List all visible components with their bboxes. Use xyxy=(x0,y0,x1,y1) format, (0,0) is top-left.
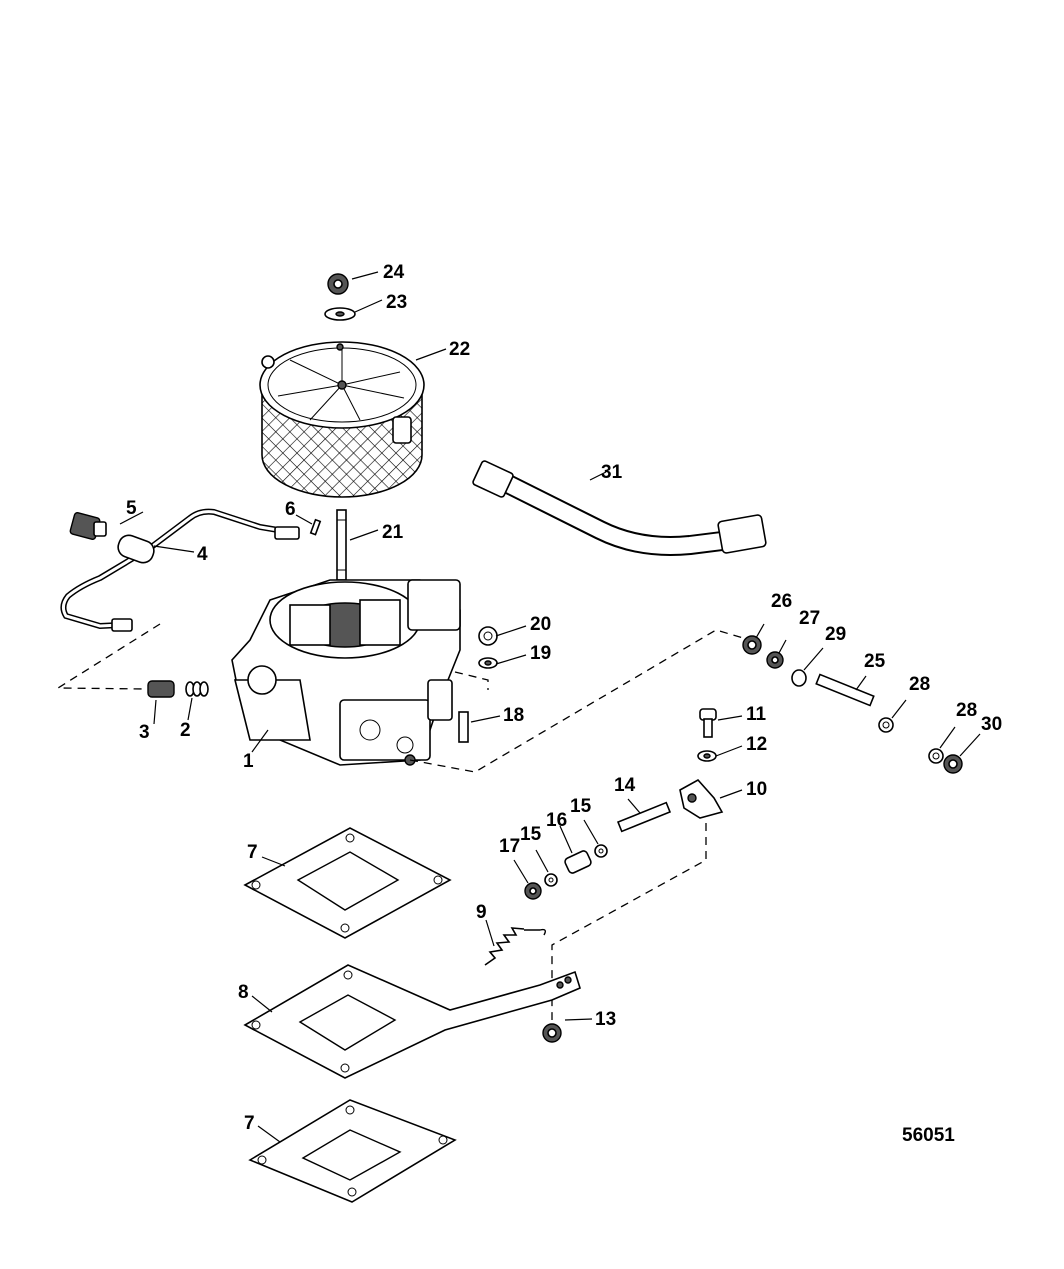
part-7-gasket-lower xyxy=(248,1099,457,1203)
callout-23: 23 xyxy=(386,292,407,313)
callout-15b: 15 xyxy=(520,824,542,845)
callout-28a: 28 xyxy=(909,674,930,695)
part-12-washer xyxy=(697,750,717,762)
callout-31: 31 xyxy=(601,462,623,483)
callout-1: 1 xyxy=(243,751,254,772)
part-18-stud xyxy=(458,711,469,743)
callout-13: 13 xyxy=(595,1009,616,1030)
callout-17: 17 xyxy=(499,836,520,857)
callout-12: 12 xyxy=(746,734,767,755)
part-7-gasket-upper xyxy=(243,827,452,939)
part-27-washer xyxy=(766,651,784,669)
part-15-washer-a xyxy=(594,844,608,858)
callout-19: 19 xyxy=(530,643,551,664)
callout-8: 8 xyxy=(238,982,249,1003)
part-26-nut xyxy=(742,635,762,655)
callout-11: 11 xyxy=(746,704,767,725)
part-14-stud xyxy=(616,801,672,833)
part-9-spring xyxy=(484,927,547,966)
callout-27: 27 xyxy=(799,608,820,629)
part-1-carburetor xyxy=(231,579,461,766)
callout-18: 18 xyxy=(503,705,524,726)
callout-28b: 28 xyxy=(956,700,977,721)
part-6-pin xyxy=(309,518,322,536)
callout-26: 26 xyxy=(771,591,792,612)
part-19-washer xyxy=(478,657,498,669)
part-15-washer-b xyxy=(544,873,558,887)
part-23-washer xyxy=(324,307,356,321)
part-21-stud xyxy=(336,509,347,581)
callout-30: 30 xyxy=(981,714,1002,735)
part-16-spacer xyxy=(564,850,592,874)
part-5-fitting xyxy=(69,511,107,541)
part-28-washer-b xyxy=(928,748,944,764)
callout-2: 2 xyxy=(180,720,191,741)
part-28-washer-a xyxy=(878,717,894,733)
leader-lines xyxy=(119,271,981,1143)
part-31-fuel-hose xyxy=(472,460,767,556)
part-17-nut xyxy=(524,882,542,900)
figure-id: 56051 xyxy=(902,1125,955,1146)
callout-6: 6 xyxy=(285,499,296,520)
part-22-flame-arrestor xyxy=(259,341,425,498)
callout-24: 24 xyxy=(383,262,405,283)
callout-25: 25 xyxy=(864,651,886,672)
part-11-screw xyxy=(699,708,717,738)
callout-10: 10 xyxy=(746,779,767,800)
callout-5: 5 xyxy=(126,498,137,519)
callout-4: 4 xyxy=(197,544,208,565)
callout-21: 21 xyxy=(382,522,404,543)
callout-15a: 15 xyxy=(570,796,592,817)
callout-9: 9 xyxy=(476,902,487,923)
assembly-lines xyxy=(55,623,751,1020)
part-8-gasket-arm xyxy=(243,964,581,1079)
part-3-fitting xyxy=(147,680,175,698)
part-13-nut xyxy=(542,1023,562,1043)
callout-20: 20 xyxy=(530,614,551,635)
callout-7b: 7 xyxy=(244,1113,255,1134)
part-4-vent-line xyxy=(60,508,300,632)
part-30-nut xyxy=(943,754,963,774)
callout-16: 16 xyxy=(546,810,567,831)
part-25-stud xyxy=(815,673,875,707)
part-24-nut xyxy=(327,273,349,295)
callout-3: 3 xyxy=(139,722,150,743)
callout-7a: 7 xyxy=(247,842,258,863)
callout-22: 22 xyxy=(449,339,470,360)
part-29-washer xyxy=(791,669,807,687)
callout-labels: 24 23 22 5 4 6 21 31 20 19 18 3 2 1 26 2… xyxy=(126,262,1002,1134)
part-2-spring xyxy=(185,681,209,697)
part-20-nut xyxy=(478,626,498,646)
part-10-bracket xyxy=(679,778,724,819)
callout-14: 14 xyxy=(614,775,636,796)
callout-29: 29 xyxy=(825,624,846,645)
